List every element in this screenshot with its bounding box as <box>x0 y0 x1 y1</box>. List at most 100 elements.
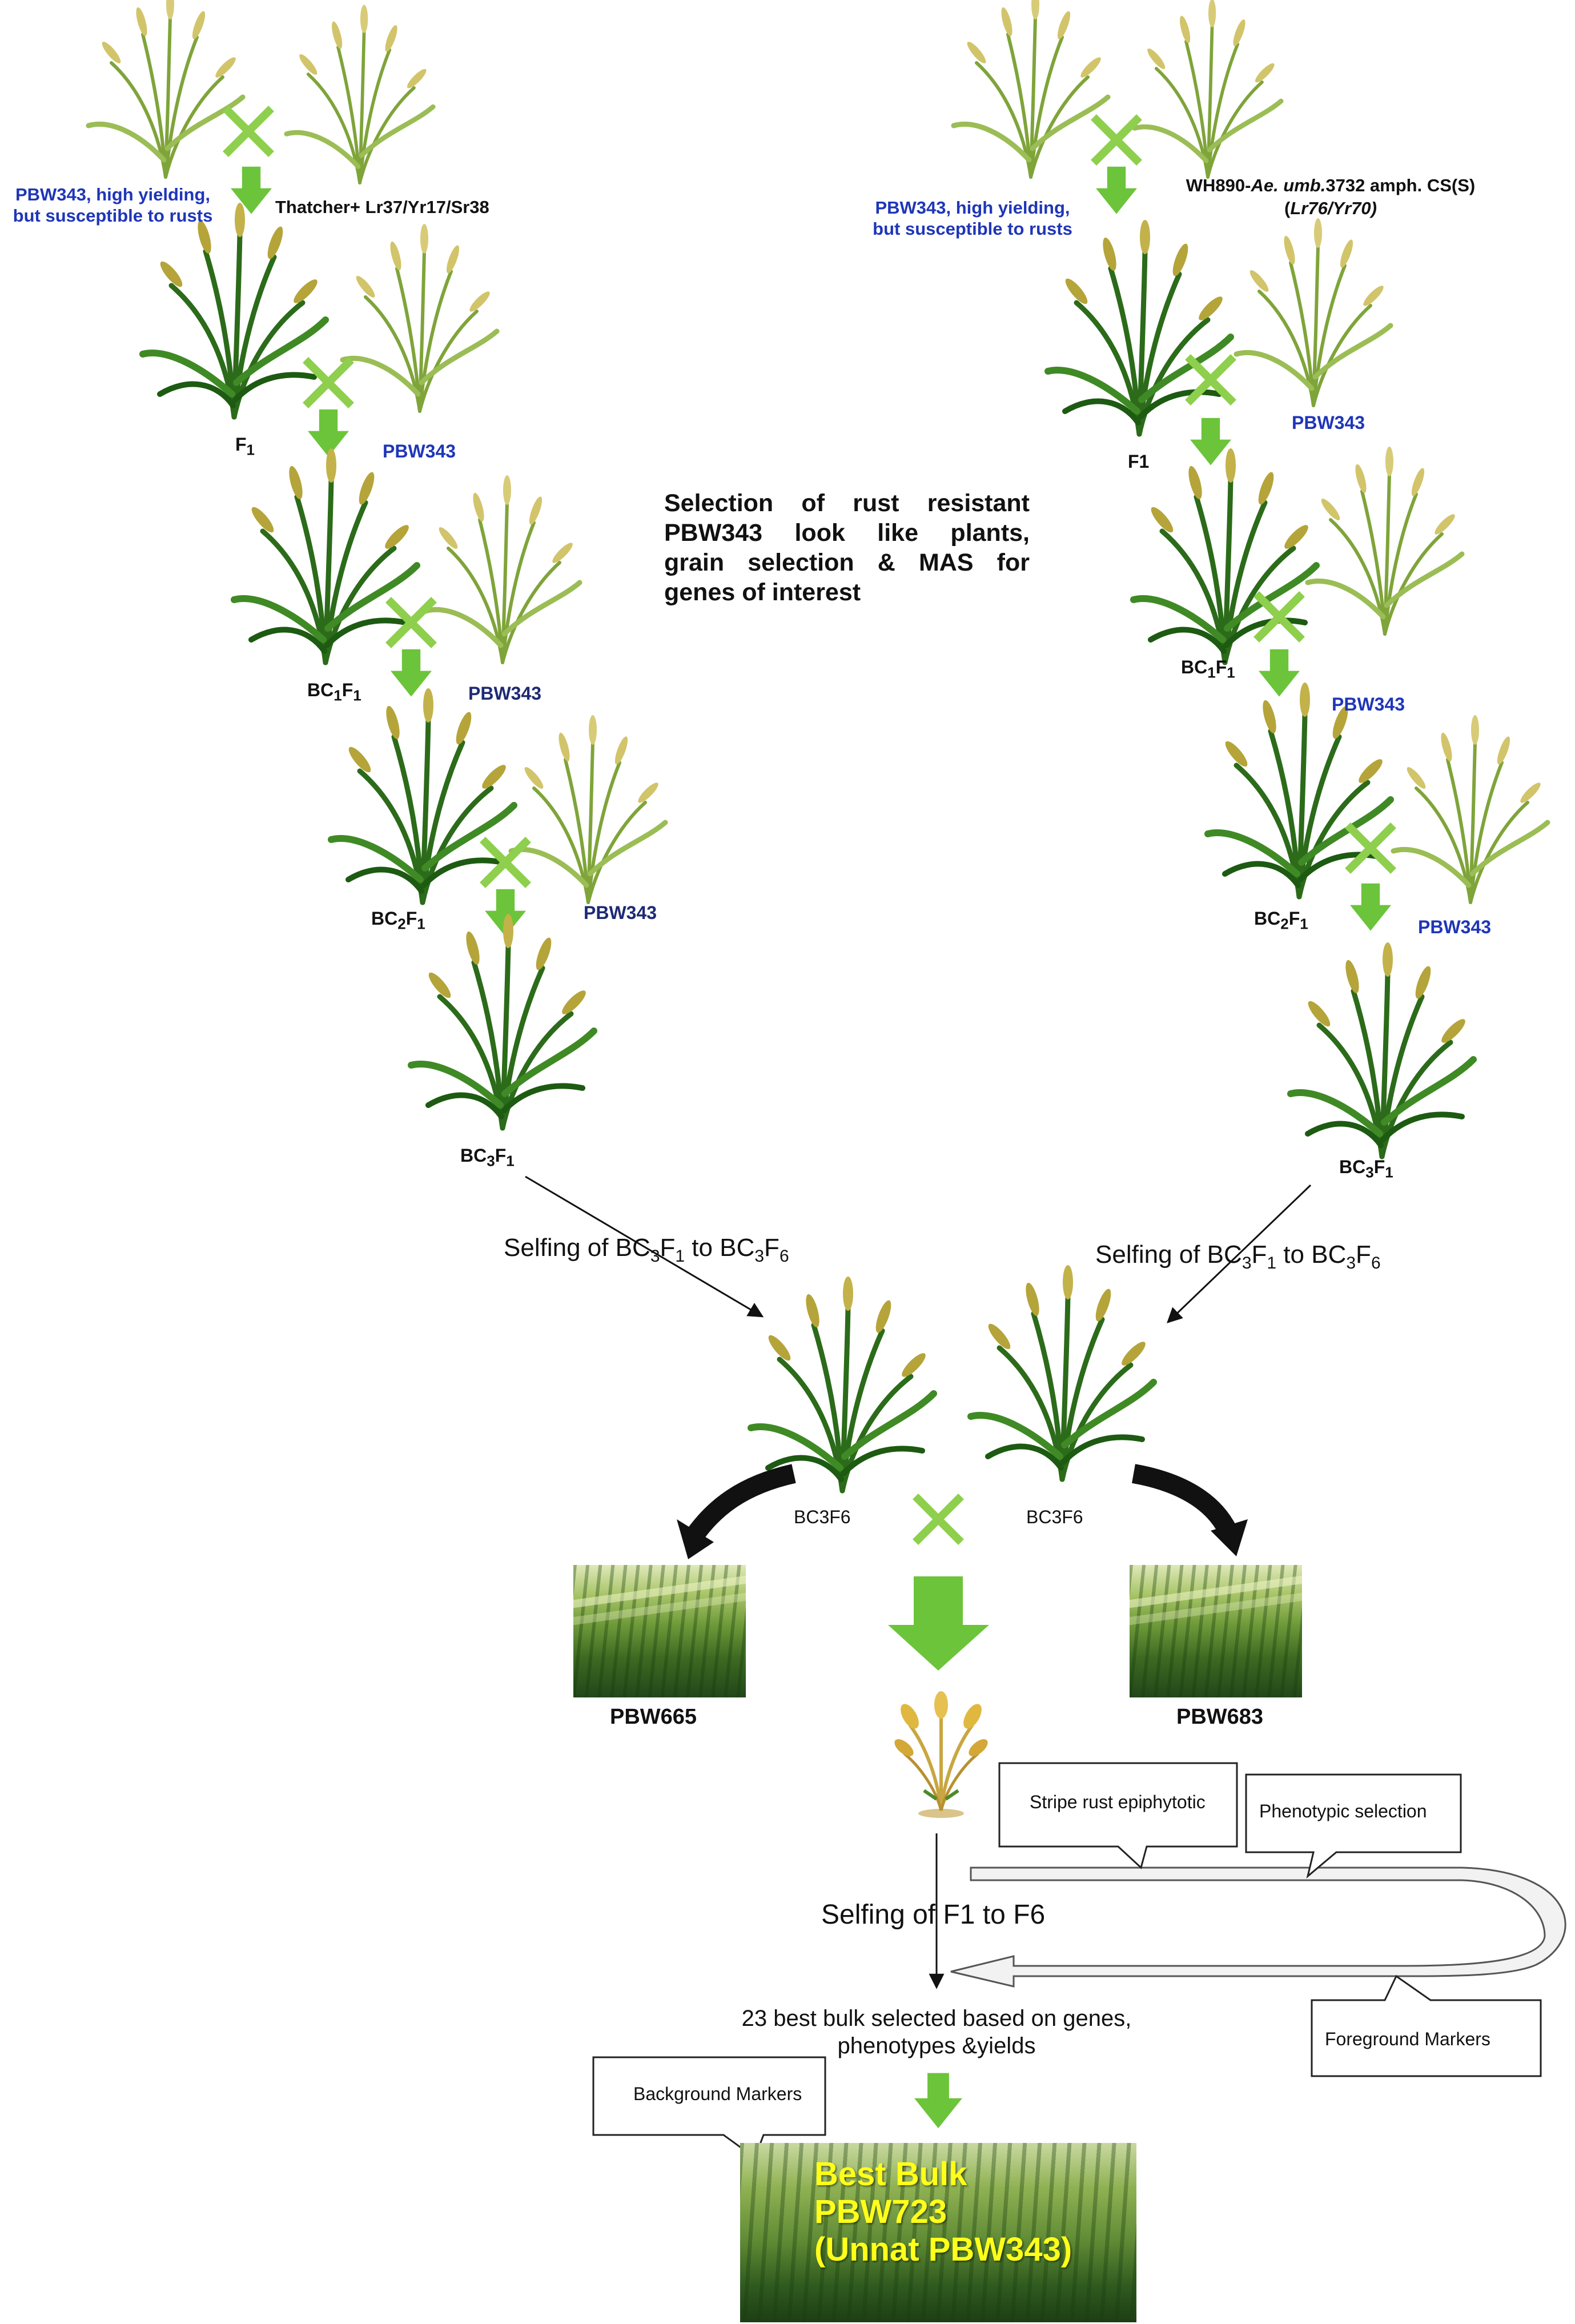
left-bc3f1-a: BC <box>460 1145 487 1166</box>
foreground-callout: Foreground Markers <box>1311 1974 1542 2077</box>
down-arrow-icon <box>1190 418 1231 465</box>
right-parent-pbw343-plant <box>954 0 1108 177</box>
best-bulk-line1: Best Bulk <box>814 2156 967 2193</box>
stripe-rust-callout: Stripe rust epiphytotic <box>998 1762 1238 1869</box>
phenotypic-callout-text: Phenotypic selection <box>1259 1801 1427 1821</box>
left-bc3f1-d: 1 <box>506 1152 515 1170</box>
background-callout-text: Background Markers <box>633 2084 802 2104</box>
selection-note: Selection of rust resistant PBW343 look … <box>664 488 1030 607</box>
left-bc1f1-a: BC <box>307 680 334 700</box>
left-parent-thatcher-plant <box>287 5 433 183</box>
golden-f1-plant <box>894 1691 988 1818</box>
down-arrow-icon <box>1350 883 1391 931</box>
left-selfing-h: 6 <box>779 1246 789 1266</box>
left-bc2f1-c: F <box>405 908 417 929</box>
right-selfing-g: F <box>1356 1241 1371 1269</box>
best-bulk-field-image: Best Bulk PBW723 (Unnat PBW343) <box>740 2143 1136 2322</box>
left-bc2f1-b: 2 <box>397 915 406 933</box>
right-selfing-b: 3 <box>1241 1253 1252 1273</box>
left-recurrent-label-2: PBW343 <box>468 683 542 704</box>
right-f1-label: F1 <box>1128 451 1150 472</box>
right-bc3f1-a: BC <box>1339 1157 1366 1177</box>
left-bc1f1-c: F <box>341 680 353 700</box>
right-parent-wh890-label: WH890-Ae. umb.3732 amph. CS(S) (Lr76/Yr7… <box>1159 174 1502 220</box>
bulk-selection-line2: phenotypes &yields <box>837 2033 1036 2058</box>
right-selfing-e: to BC <box>1276 1241 1347 1269</box>
down-arrow-icon <box>391 649 432 697</box>
left-selfing-a: Selfing of BC <box>504 1234 650 1262</box>
feedback-loop-arrow <box>950 1867 1566 1988</box>
right-recurrent-plant-1 <box>1236 218 1391 406</box>
right-parent-wh890-line1: WH890-Ae. umb.3732 amph. CS(S) <box>1159 174 1502 197</box>
right-wh890-a: WH890- <box>1186 175 1251 195</box>
cross-icon <box>1094 117 1139 163</box>
bulk-selection-label: 23 best bulk selected based on genes, ph… <box>697 2005 1176 2060</box>
left-parent-pbw343-plant <box>89 0 243 177</box>
right-wheat-field-image <box>1130 1565 1302 1697</box>
right-parent-pbw343-label-line2: but susceptible to rusts <box>873 219 1072 239</box>
right-recurrent-label-2: PBW343 <box>1332 694 1405 715</box>
left-f1-label-text: F <box>235 434 247 455</box>
left-bc2f1-label: BC2F1 <box>371 908 425 933</box>
left-recurrent-label-3: PBW343 <box>584 902 657 923</box>
right-selfing-a: Selfing of BC <box>1095 1241 1242 1269</box>
left-selfing-f: 3 <box>754 1246 765 1266</box>
left-f1-plant <box>143 203 326 417</box>
left-wheat-field-image <box>573 1565 746 1697</box>
cross-icon <box>1348 825 1393 871</box>
selfing-f1-f6-label: Selfing of F1 to F6 <box>821 1900 1046 1930</box>
left-f1-label: F1 <box>235 434 255 459</box>
right-bc3f1-label: BC3F1 <box>1339 1157 1393 1181</box>
cross-icon <box>306 360 351 406</box>
cross-icon <box>226 109 271 154</box>
left-recurrent-plant-2 <box>425 475 580 663</box>
right-recurrent-label-1: PBW343 <box>1292 412 1365 433</box>
left-selfing-g: F <box>764 1234 780 1262</box>
right-recurrent-plant-3 <box>1393 715 1548 902</box>
left-bc3f1-plant <box>411 914 594 1128</box>
cross-icon <box>915 1496 961 1542</box>
right-wh890-c: 3732 amph. CS(S) <box>1325 175 1476 195</box>
down-arrow-icon <box>1096 166 1137 214</box>
right-recurrent-label-3: PBW343 <box>1418 917 1492 937</box>
right-selfing-d: 1 <box>1267 1253 1277 1273</box>
down-arrow-icon <box>308 409 349 457</box>
right-wh890-b: Ae. umb. <box>1251 175 1326 195</box>
left-curved-arrowhead <box>677 1519 714 1559</box>
bulk-selection-line1: 23 best bulk selected based on genes, <box>741 2006 1132 2031</box>
right-parent-wh890-line2: (Lr76/Yr70) <box>1159 197 1502 220</box>
selection-note-line3: grain selection & MAS for <box>664 549 1030 576</box>
down-arrow-icon <box>914 2073 962 2129</box>
right-bc3f1-plant <box>1291 942 1473 1157</box>
best-bulk-line2: PBW723 <box>814 2193 947 2230</box>
selection-note-line4: genes of interest <box>664 579 861 606</box>
cross-icon <box>1188 357 1234 403</box>
right-parent-pbw343-label-line1: PBW343, high yielding, <box>875 198 1070 218</box>
right-bc1f1-a: BC <box>1181 657 1208 677</box>
right-selfing-f: 3 <box>1346 1253 1356 1273</box>
right-selfing-h: 6 <box>1371 1253 1381 1273</box>
left-parent-thatcher-label: Thatcher+ Lr37/Yr17/Sr38 <box>275 197 489 217</box>
right-selfing-c: F <box>1251 1241 1267 1269</box>
selection-note-line1: Selection of rust resistant <box>664 489 1030 517</box>
right-parent-pbw343-label: PBW343, high yielding, but susceptible t… <box>861 197 1084 239</box>
right-bc1f1-d: 1 <box>1227 664 1235 681</box>
left-curved-arrow <box>686 1464 796 1542</box>
right-selfing-label: Selfing of BC3F1 to BC3F6 <box>1095 1241 1381 1273</box>
left-f1-label-sub: 1 <box>246 441 255 459</box>
right-bc2f1-label: BC2F1 <box>1254 908 1308 933</box>
big-down-arrow-icon <box>888 1576 989 1671</box>
right-curved-arrow <box>1131 1464 1237 1536</box>
right-wh890-e: Lr76/Yr70) <box>1290 198 1377 218</box>
stripe-rust-callout-shape <box>998 1762 1238 1869</box>
left-bc2f1-plant <box>331 688 514 902</box>
left-bc3f6-plant <box>751 1277 934 1491</box>
right-curved-arrowhead <box>1211 1519 1248 1556</box>
left-bc2f1-a: BC <box>371 908 398 929</box>
right-bc1f1-c: F <box>1215 657 1227 677</box>
right-bc3f1-b: 3 <box>1365 1163 1374 1181</box>
foreground-callout-text: Foreground Markers <box>1325 2029 1490 2049</box>
left-bc1f1-plant <box>234 448 417 663</box>
best-bulk-label: Best Bulk PBW723 (Unnat PBW343) <box>814 2156 1072 2269</box>
left-variety-label: PBW665 <box>610 1705 697 1729</box>
